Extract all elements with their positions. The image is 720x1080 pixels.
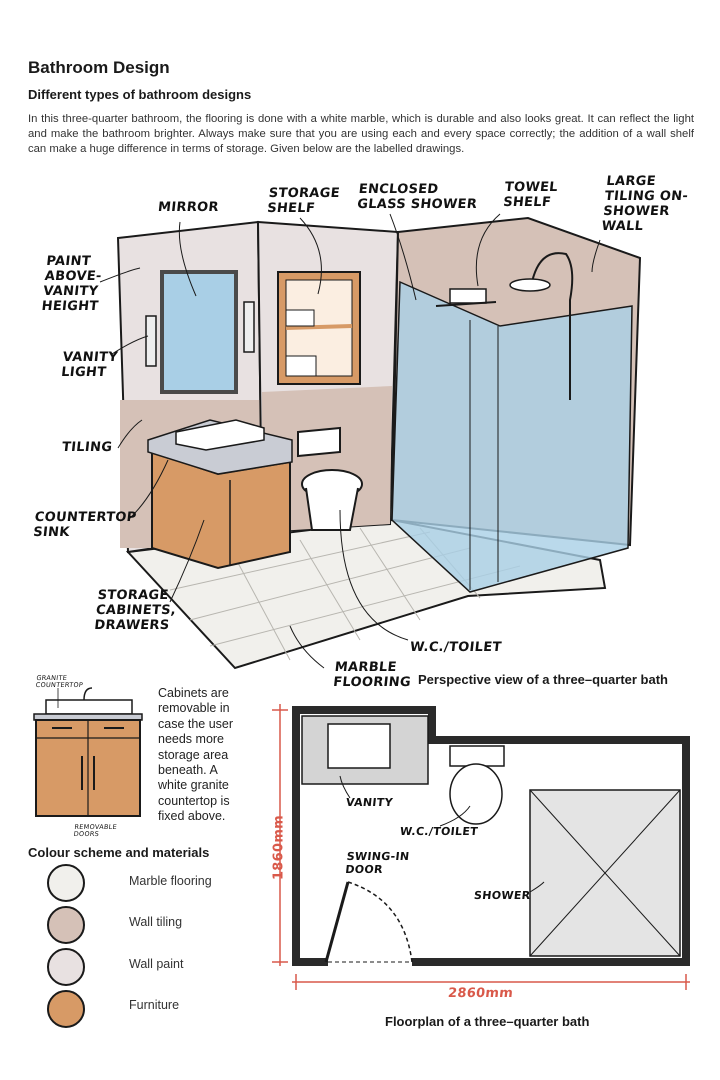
swatch-label-wall-tiling: Wall tiling [129, 915, 183, 929]
floorplan-label-wc: W.C./TOILET [399, 825, 479, 838]
cabinet-sketch [33, 687, 143, 817]
glass-enclosure [391, 280, 633, 593]
swatch-label-marble: Marble flooring [129, 874, 212, 888]
swatch-label-wall-paint: Wall paint [129, 957, 184, 971]
floorplan-caption: Floorplan of a three–quarter bath [385, 1014, 590, 1029]
page-title: Bathroom Design [28, 58, 170, 77]
dimension-horizontal: 2860mm [447, 986, 514, 1001]
page-subtitle: Different types of bathroom designs [28, 87, 252, 102]
perspective-illustration [99, 213, 642, 670]
floorplan-toilet [449, 763, 503, 825]
floorplan-label-vanity: VANITY [345, 796, 394, 809]
colour-scheme-heading: Colour scheme and materials [28, 845, 210, 860]
perspective-caption: Perspective view of a three–quarter bath [418, 672, 668, 687]
swatch-wall-tiling [47, 906, 85, 944]
swatch-label-furniture: Furniture [129, 998, 180, 1012]
swatch-furniture [47, 990, 85, 1028]
toilet [297, 426, 341, 458]
floorplan-label-shower: SHOWER [473, 889, 532, 902]
swatch-marble [47, 864, 85, 902]
intro-paragraph: In this three-quarter bathroom, the floo… [28, 113, 694, 155]
cabinet-note: Cabinets are removable in case the user … [158, 686, 234, 824]
dimension-vertical: 1860mm [271, 814, 287, 881]
swatch-wall-paint [47, 948, 85, 986]
floorplan-label-door: SWING-IN DOOR [344, 850, 411, 876]
mirror [160, 270, 238, 394]
